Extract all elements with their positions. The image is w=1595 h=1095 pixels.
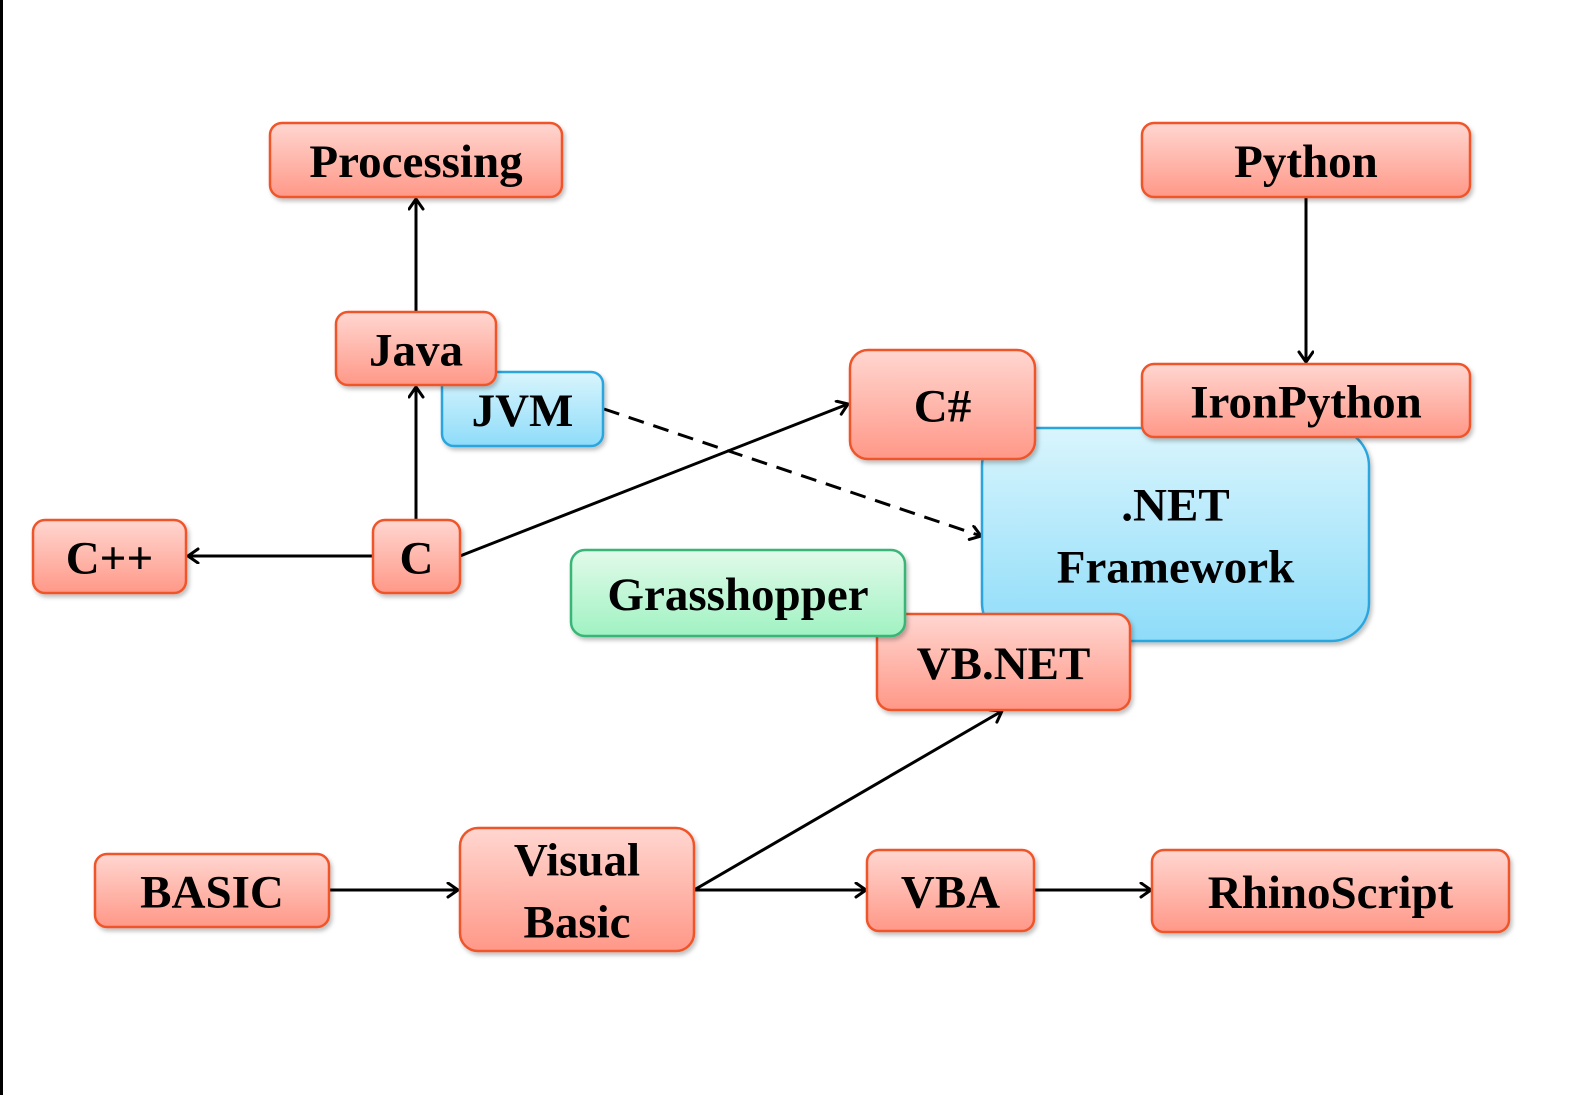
node-label: Framework xyxy=(1057,542,1295,594)
edge-jvm-to-dotnet xyxy=(603,407,981,536)
node-python: Python xyxy=(1140,121,1472,199)
node-box xyxy=(93,852,331,929)
node-box xyxy=(1140,362,1472,439)
node-box xyxy=(980,426,1371,643)
node-vba: VBA xyxy=(865,848,1036,933)
node-label: BASIC xyxy=(140,867,284,919)
node-box xyxy=(440,370,605,448)
node-label: Grasshopper xyxy=(607,569,868,621)
node-label: C++ xyxy=(66,533,154,585)
node-label: RhinoScript xyxy=(1208,867,1454,919)
node-label: VB.NET xyxy=(917,638,1091,690)
node-dotnet: .NET Framework xyxy=(980,426,1371,643)
node-box xyxy=(848,348,1037,461)
node-ironpython: IronPython xyxy=(1140,362,1472,439)
node-jvm: JVM xyxy=(440,370,605,448)
node-box xyxy=(1140,121,1472,199)
node-cpp: C++ xyxy=(31,518,188,595)
node-box xyxy=(458,826,696,953)
node-label: Python xyxy=(1234,136,1378,188)
node-box xyxy=(569,548,907,638)
node-basic: BASIC xyxy=(93,852,331,929)
node-vbnet: VB.NET xyxy=(875,612,1132,712)
node-box xyxy=(31,518,188,595)
node-label: C xyxy=(400,533,434,585)
node-box xyxy=(268,121,564,199)
node-label: Java xyxy=(369,325,463,377)
node-label: JVM xyxy=(472,385,574,437)
node-label: VBA xyxy=(901,867,1000,919)
node-processing: Processing xyxy=(268,121,564,199)
node-java: Java xyxy=(334,310,498,387)
node-label: Processing xyxy=(309,136,523,188)
node-box xyxy=(875,612,1132,712)
node-csharp: C# xyxy=(848,348,1037,461)
left-border-line xyxy=(0,0,3,1095)
edge-visualbasic-to-vbnet xyxy=(693,711,1002,892)
node-box xyxy=(334,310,498,387)
node-box xyxy=(1150,848,1511,934)
node-box xyxy=(371,518,462,595)
edges-layer xyxy=(188,197,1306,890)
node-label: IronPython xyxy=(1190,377,1422,429)
node-label: Basic xyxy=(523,897,630,949)
edge-c-to-csharp xyxy=(459,404,848,558)
node-label: .NET xyxy=(1121,480,1229,532)
node-c: C xyxy=(371,518,462,595)
node-grasshopper: Grasshopper xyxy=(569,548,907,638)
node-box xyxy=(865,848,1036,933)
node-label: C# xyxy=(914,381,971,433)
node-rhinoscript: RhinoScript xyxy=(1150,848,1511,934)
node-label: Visual xyxy=(514,835,640,887)
